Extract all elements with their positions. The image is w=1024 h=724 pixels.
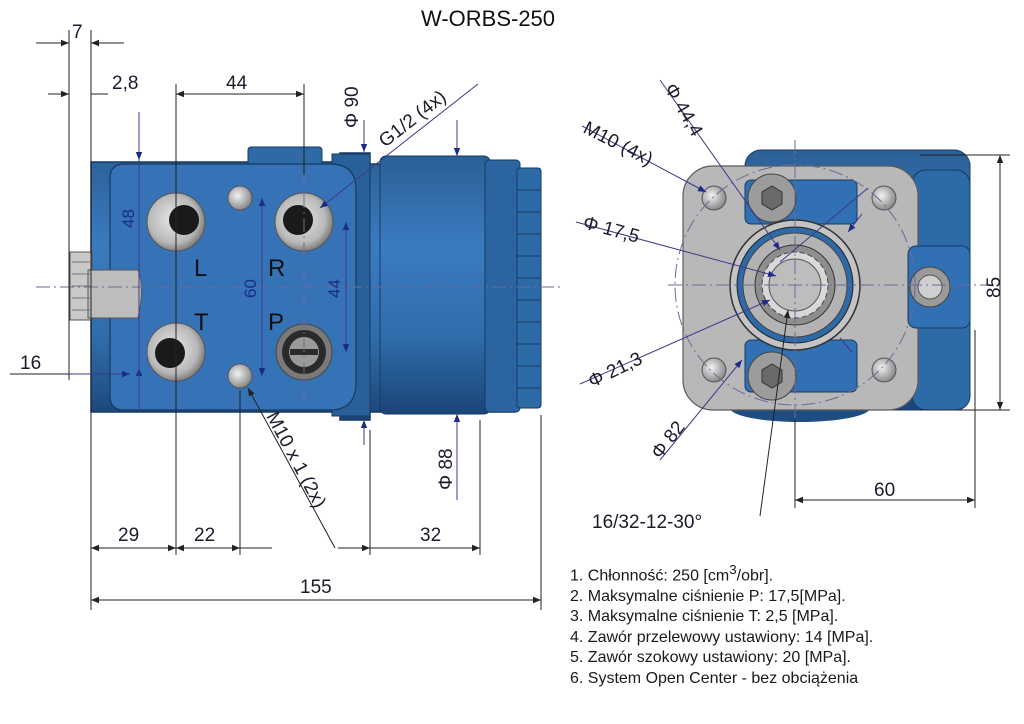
note-6: 6. System Open Center - bez obciążenia: [570, 669, 859, 687]
note-1: 1. Chłonność: 250 [cm3/obr].: [570, 560, 873, 587]
note-5: 5. Zawór szokowy ustawiony: 20 [MPa].: [570, 649, 851, 667]
dim-44-top: 44: [226, 73, 248, 94]
dim-phi-82: Φ 82: [647, 417, 689, 463]
dim-32: 32: [420, 525, 441, 546]
note-1-sup: 3: [729, 562, 737, 577]
dim-spline: 16/32-12-30°: [592, 512, 702, 533]
note-3: 3. Maksymalne ciśnienie T: 2,5 [MPa].: [570, 608, 839, 626]
flange-hole-tl: [701, 185, 727, 211]
port-label-t: T: [194, 309, 209, 336]
dim-22: 22: [194, 525, 215, 546]
dim-phi-21-3: Φ 21,3: [585, 348, 646, 392]
dim-29: 29: [118, 525, 139, 546]
hex-nut: [516, 167, 542, 409]
dim-g12: G1/2 (4x): [375, 87, 450, 152]
left-dimensions: [10, 30, 542, 610]
note-1-text: 1. Chłonność: 250 [cm: [570, 567, 730, 585]
note-1-unit: /obr].: [736, 567, 774, 585]
m10-hole-top: [227, 185, 253, 211]
flange-hole-bl: [701, 357, 727, 383]
port-label-r: R: [268, 255, 285, 282]
dim-m10x1: M10 x 1 (2x): [262, 408, 330, 511]
m10-hole-bottom: [227, 363, 253, 389]
unit-front-view: [682, 149, 971, 422]
note-4: 4. Zawór przelewowy ustawiony: 14 [MPa].: [570, 628, 874, 646]
right-dimensions: [575, 79, 1010, 517]
flange-hole-br: [871, 357, 897, 383]
dim-phi-90: Φ 90: [342, 86, 363, 128]
dim-16: 16: [20, 353, 41, 374]
port-label-p: P: [268, 309, 284, 336]
dim-phi-17-5: Φ 17,5: [581, 213, 642, 248]
note-2: 2. Maksymalne ciśnienie P: 17,5[MPa].: [570, 587, 846, 605]
dim-60-right: 60: [874, 480, 895, 501]
drawing-title: W-ORBS-250: [421, 6, 555, 31]
spec-notes: 1. Chłonność: 250 [cm3/obr]. 2. Maksymal…: [570, 560, 873, 689]
dim-phi-88: Φ 88: [436, 448, 457, 490]
right-center-lines: [668, 140, 990, 430]
dim-60: 60: [241, 279, 260, 298]
dim-m10-4x: M10 (4x): [580, 118, 656, 171]
dim-2-8: 2,8: [112, 73, 138, 94]
dim-155: 155: [300, 577, 332, 598]
dim-85: 85: [984, 277, 1005, 298]
port-label-l: L: [194, 255, 207, 282]
dim-48: 48: [119, 209, 138, 228]
dim-phi-44-4: Φ 44,4: [660, 80, 707, 141]
socket-bolt-top: [747, 173, 797, 223]
unit-side-view: L R T P: [69, 146, 542, 421]
spline-shaft: [69, 251, 142, 321]
dim-44-v: 44: [325, 279, 344, 298]
socket-bolt-bottom: [747, 351, 797, 401]
dim-7: 7: [72, 22, 83, 43]
flange-hole-tr: [871, 185, 897, 211]
